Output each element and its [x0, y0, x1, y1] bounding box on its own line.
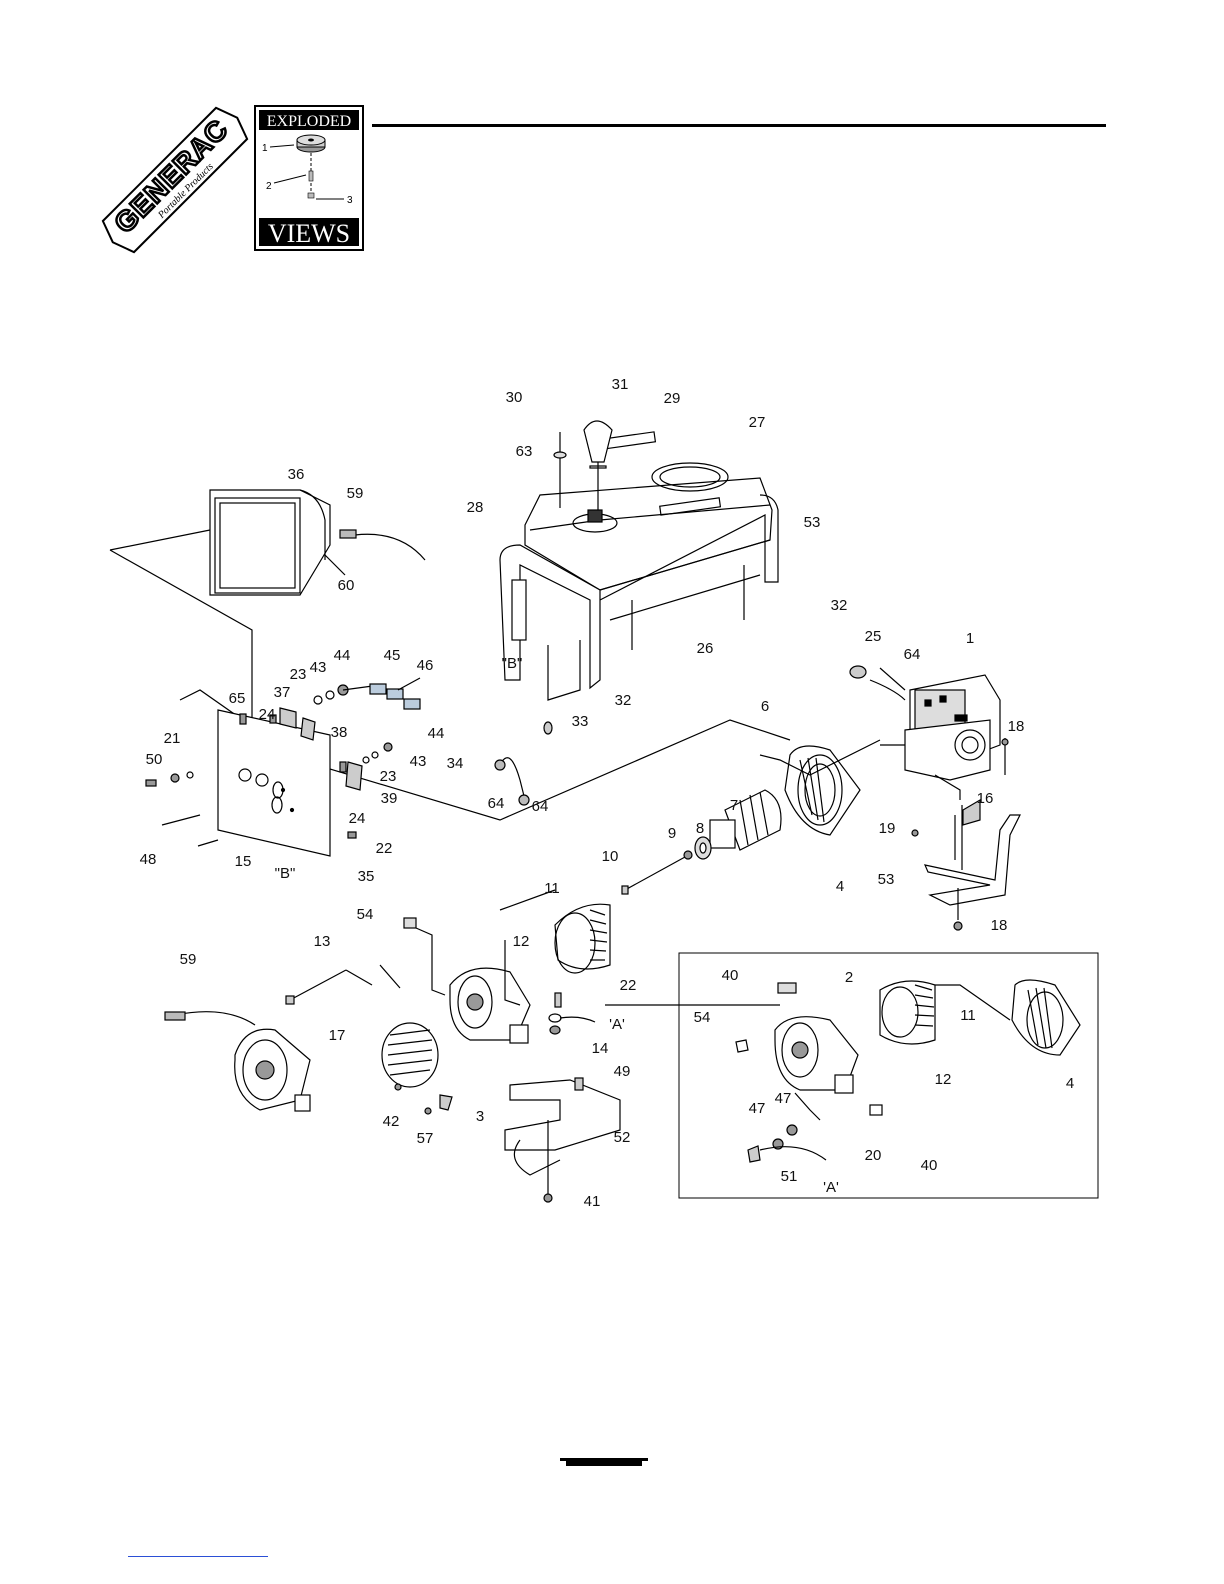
- part-callout-0: 30: [506, 389, 523, 406]
- rotor: [710, 790, 781, 850]
- part-callout-39: 24: [349, 810, 366, 827]
- page-number-bar: [560, 1458, 648, 1466]
- part-callout-28: 44: [428, 725, 445, 742]
- part-callout-9: 60: [338, 577, 355, 594]
- part-callout-55: 13: [314, 933, 331, 950]
- inset-stator: [880, 981, 935, 1044]
- part-callout-10: 32: [831, 597, 848, 614]
- part-callout-1: 31: [612, 376, 629, 393]
- part-callout-63: 'A': [609, 1016, 625, 1033]
- part-callout-75: 20: [865, 1147, 882, 1164]
- engine-adapter: [785, 746, 860, 835]
- part-callout-36: 64: [532, 798, 549, 815]
- part-callout-27: 33: [572, 713, 589, 730]
- part-callout-73: 57: [417, 1130, 434, 1147]
- part-callout-15: "B": [502, 655, 523, 672]
- part-callout-17: 45: [384, 647, 401, 664]
- part-callout-33: 43: [410, 753, 427, 770]
- inset-adapter: [1012, 980, 1080, 1055]
- part-callout-34: 23: [380, 768, 397, 785]
- part-callout-56: 12: [513, 933, 530, 950]
- part-callout-16: 44: [334, 647, 351, 664]
- part-callout-58: 2: [845, 969, 853, 986]
- fuel-tank-frame: [500, 432, 778, 688]
- part-callout-42: 8: [696, 820, 704, 837]
- part-callout-31: 50: [146, 751, 163, 768]
- part-callout-13: 64: [904, 646, 921, 663]
- part-callout-2: 29: [664, 390, 681, 407]
- part-callout-49: 10: [602, 848, 619, 865]
- part-callout-62: 11: [960, 1007, 976, 1024]
- part-callout-50: 53: [878, 871, 895, 888]
- part-callout-19: 43: [310, 659, 327, 676]
- part-callout-74: 52: [614, 1129, 631, 1146]
- part-callout-67: 12: [935, 1071, 952, 1088]
- part-callout-3: 27: [749, 414, 766, 431]
- part-callout-14: 1: [966, 630, 974, 647]
- part-callout-4: 63: [516, 443, 533, 460]
- part-callout-12: 25: [865, 628, 882, 645]
- part-callout-24: 6: [761, 698, 769, 715]
- part-callout-70: 47: [775, 1090, 792, 1107]
- part-callout-30: 21: [164, 730, 181, 747]
- part-callout-26: 38: [331, 724, 348, 741]
- part-callout-32: 34: [447, 755, 464, 772]
- engine: [850, 666, 1000, 780]
- part-callout-77: 51: [781, 1168, 798, 1185]
- part-callout-46: 15: [235, 853, 252, 870]
- part-callout-40: 7: [730, 797, 738, 814]
- part-callout-18: 23: [290, 666, 307, 683]
- part-callout-68: 4: [1066, 1075, 1074, 1092]
- part-callout-44: 22: [376, 840, 393, 857]
- footer-link-underline: [128, 1556, 268, 1557]
- inset-carrier: [775, 1017, 858, 1093]
- part-callout-7: 28: [467, 499, 484, 516]
- part-callout-23: 32: [615, 692, 632, 709]
- part-callout-47: "B": [275, 865, 296, 882]
- part-callout-72: 3: [476, 1108, 484, 1125]
- part-callout-76: 40: [921, 1157, 938, 1174]
- part-callout-64: 17: [329, 1027, 346, 1044]
- part-callout-78: 'A': [823, 1179, 839, 1196]
- part-callout-41: 9: [668, 825, 676, 842]
- part-callout-54: 18: [991, 917, 1008, 934]
- part-callout-53: 54: [357, 906, 374, 923]
- part-callout-43: 19: [879, 820, 896, 837]
- control-panel-box: [210, 490, 345, 595]
- part-callout-29: 18: [1008, 718, 1025, 735]
- part-callout-22: 65: [229, 690, 246, 707]
- part-callout-11: 26: [697, 640, 714, 657]
- rear-bearing-carrier: [450, 968, 530, 1043]
- end-bell-cover: [235, 1029, 310, 1111]
- part-callout-45: 48: [140, 851, 157, 868]
- part-callout-25: 24: [259, 706, 276, 723]
- part-callout-65: 14: [592, 1040, 609, 1057]
- stator: [555, 904, 610, 973]
- part-callout-69: 47: [749, 1100, 766, 1117]
- part-callout-21: 37: [274, 684, 291, 701]
- part-callout-61: 54: [694, 1009, 711, 1026]
- part-callout-35: 64: [488, 795, 505, 812]
- part-callout-60: 22: [620, 977, 637, 994]
- part-callout-52: 11: [544, 880, 560, 897]
- part-callout-8: 53: [804, 514, 821, 531]
- part-callout-38: 39: [381, 790, 398, 807]
- part-callout-48: 35: [358, 868, 375, 885]
- part-callout-20: 46: [417, 657, 434, 674]
- part-callout-57: 40: [722, 967, 739, 984]
- part-callout-71: 42: [383, 1113, 400, 1130]
- part-callout-37: 16: [977, 790, 994, 807]
- part-callout-66: 49: [614, 1063, 631, 1080]
- part-callout-59: 59: [180, 951, 197, 968]
- part-callout-51: 4: [836, 878, 844, 895]
- part-callout-6: 59: [347, 485, 364, 502]
- part-callout-5: 36: [288, 466, 305, 483]
- part-callout-79: 41: [584, 1193, 601, 1210]
